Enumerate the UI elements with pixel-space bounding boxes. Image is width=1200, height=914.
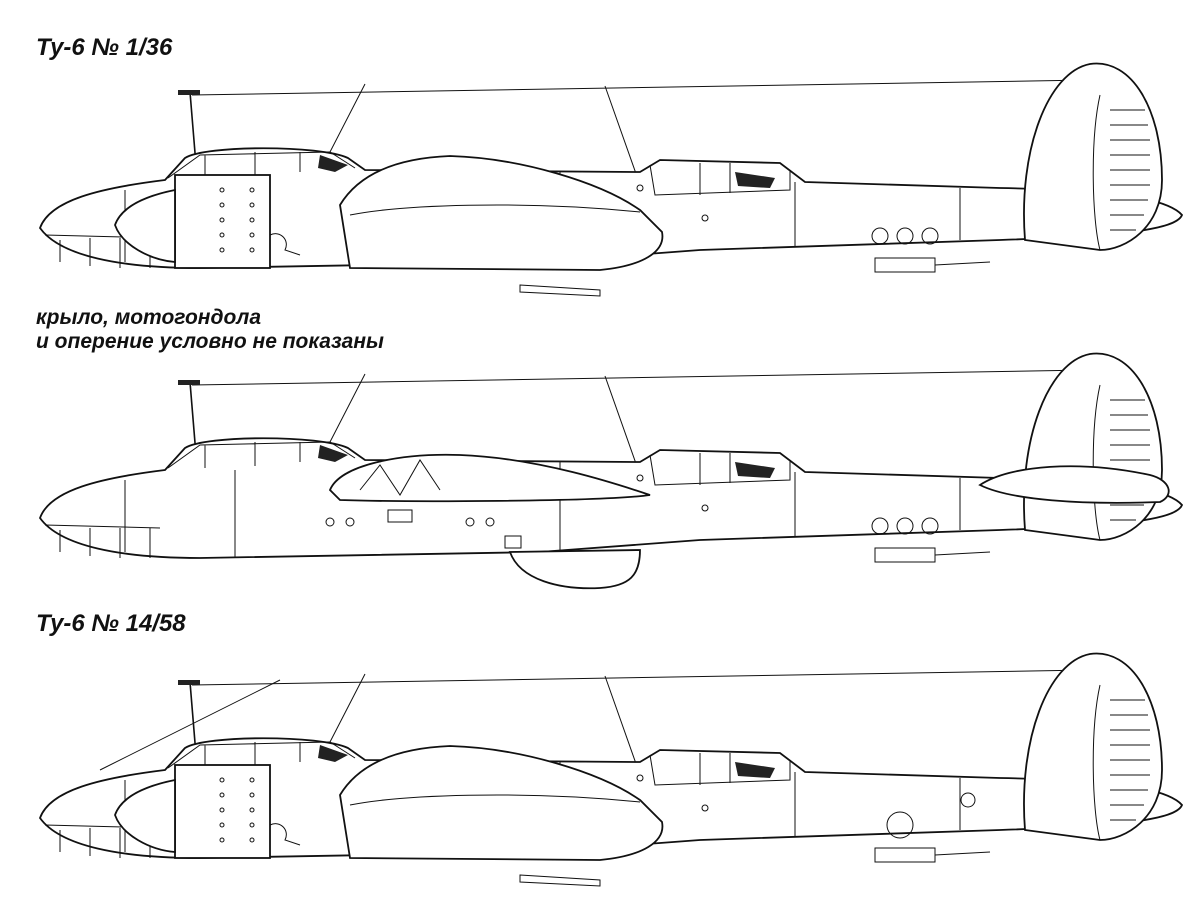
stabilizer	[978, 465, 1170, 504]
variant-title-14-58: Ту-6 № 14/58	[36, 610, 186, 637]
aircraft-profile-without-wing	[39, 352, 1183, 590]
caption-line-1: крыло, мотогондола	[36, 306, 262, 329]
variant-title-1-36: Ту-6 № 1/36	[36, 34, 173, 61]
aircraft-profile-14-58	[39, 652, 1183, 887]
aircraft-profile-1-36	[39, 62, 1183, 297]
belly-radiator	[508, 549, 641, 590]
caption-not-shown: крыло, мотогондола и оперение условно не…	[36, 306, 384, 354]
caption-line-2: и оперение условно не показаны	[36, 330, 384, 353]
wing-root-section	[328, 453, 651, 503]
